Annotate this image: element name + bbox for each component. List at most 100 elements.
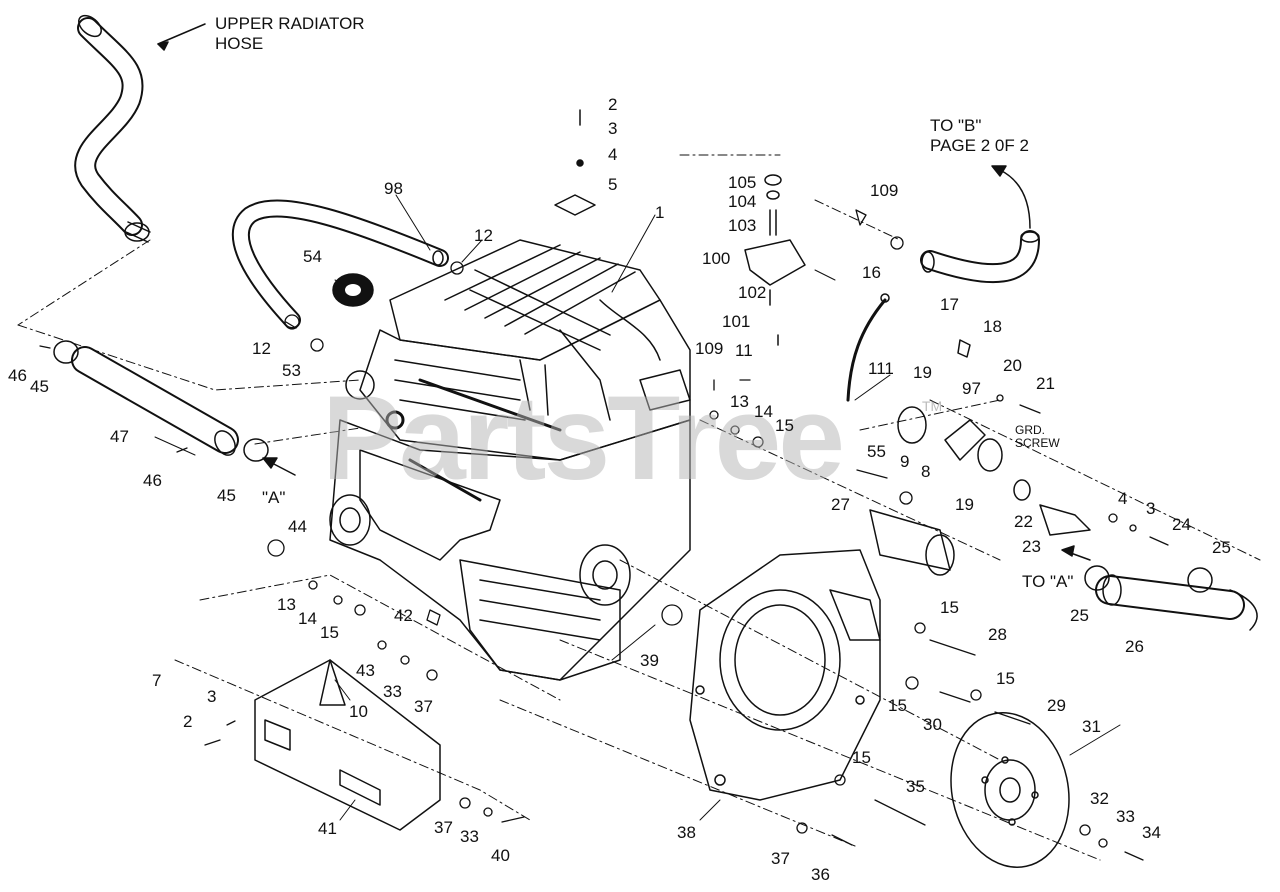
callout-13[interactable]: 13 <box>277 595 296 614</box>
callout-109[interactable]: 109 <box>695 339 724 358</box>
callout-2[interactable]: 2 <box>183 712 193 731</box>
upper-radiator-hose <box>74 14 151 243</box>
sensor-18 <box>957 339 971 358</box>
callout-41[interactable]: 41 <box>318 819 337 838</box>
callout-14[interactable]: 14 <box>754 402 773 421</box>
note-to-b: TO "B" PAGE 2 0F 2 <box>930 116 1029 155</box>
callout-33[interactable]: 33 <box>1116 807 1135 826</box>
callout-7[interactable]: 7 <box>152 671 162 690</box>
callout-19[interactable]: 19 <box>913 363 932 382</box>
callout-38[interactable]: 38 <box>677 823 696 842</box>
callout-103[interactable]: 103 <box>728 216 757 235</box>
callout-3[interactable]: 3 <box>608 119 618 138</box>
callout-30[interactable]: 30 <box>923 715 942 734</box>
note-grd-screw: GRD. SCREW <box>1015 423 1060 451</box>
callout-97[interactable]: 97 <box>962 379 981 398</box>
callout-111[interactable]: 111 <box>868 359 894 378</box>
callout-15[interactable]: 15 <box>888 696 907 715</box>
callout-28[interactable]: 28 <box>988 625 1007 644</box>
callout-15[interactable]: 15 <box>996 669 1015 688</box>
callout-36[interactable]: 36 <box>811 865 830 884</box>
callout-18[interactable]: 18 <box>983 317 1002 336</box>
callout-9[interactable]: 9 <box>900 452 910 471</box>
callout-102[interactable]: 102 <box>738 283 767 302</box>
callout-4[interactable]: 4 <box>608 145 618 164</box>
callout-98[interactable]: 98 <box>384 179 403 198</box>
callout-34[interactable]: 34 <box>1142 823 1161 842</box>
callout-12[interactable]: 12 <box>474 226 493 245</box>
callout-10[interactable]: 10 <box>349 702 368 721</box>
callout-39[interactable]: 39 <box>640 651 659 670</box>
starter-motor <box>869 509 955 576</box>
engine-block <box>329 239 691 681</box>
callout-1[interactable]: 1 <box>655 203 665 222</box>
callout-37[interactable]: 37 <box>434 818 453 837</box>
callout-47[interactable]: 47 <box>110 427 129 446</box>
callout-37[interactable]: 37 <box>771 849 790 868</box>
note-to-a: TO "A" <box>1022 572 1074 591</box>
callout-25[interactable]: 25 <box>1212 538 1231 557</box>
callout-11[interactable]: 11 <box>735 341 753 360</box>
callout-31[interactable]: 31 <box>1082 717 1101 736</box>
heat-shield <box>254 659 441 831</box>
callout-43[interactable]: 43 <box>356 661 375 680</box>
callout-109[interactable]: 109 <box>870 181 899 200</box>
callout-44[interactable]: 44 <box>288 517 307 536</box>
callout-42[interactable]: 42 <box>394 606 413 625</box>
callout-45[interactable]: 45 <box>217 486 236 505</box>
callout-3[interactable]: 3 <box>207 687 217 706</box>
callout-17[interactable]: 17 <box>940 295 959 314</box>
callout-46[interactable]: 46 <box>8 366 27 385</box>
callout-2[interactable]: 2 <box>608 95 618 114</box>
callout-55[interactable]: 55 <box>867 442 886 461</box>
leader-to-b <box>999 169 1031 229</box>
callout-15[interactable]: 15 <box>940 598 959 617</box>
callout-105[interactable]: 105 <box>728 173 757 192</box>
watermark-tm: TM <box>922 398 943 414</box>
hose-26 <box>1095 574 1258 631</box>
callout-25[interactable]: 25 <box>1070 606 1089 625</box>
callout-26[interactable]: 26 <box>1125 637 1144 656</box>
clamp-25-left <box>1084 565 1110 591</box>
callout-33[interactable]: 33 <box>383 682 402 701</box>
callout-4[interactable]: 4 <box>1118 489 1128 508</box>
callout-37[interactable]: 37 <box>414 697 433 716</box>
callout-32[interactable]: 32 <box>1090 789 1109 808</box>
callout-53[interactable]: 53 <box>282 361 301 380</box>
callout-45[interactable]: 45 <box>30 377 49 396</box>
note-a-marker: "A" <box>262 488 286 507</box>
callout-54[interactable]: 54 <box>303 247 322 266</box>
callout-35[interactable]: 35 <box>906 777 925 796</box>
callout-8[interactable]: 8 <box>921 462 931 481</box>
callout-3[interactable]: 3 <box>1146 499 1156 518</box>
bell-housing <box>689 549 881 801</box>
callout-24[interactable]: 24 <box>1172 515 1191 534</box>
callout-5[interactable]: 5 <box>608 175 618 194</box>
callout-27[interactable]: 27 <box>831 495 850 514</box>
callout-21[interactable]: 21 <box>1036 374 1055 393</box>
flex-plate <box>950 712 1070 868</box>
callout-15[interactable]: 15 <box>775 416 794 435</box>
callout-100[interactable]: 100 <box>702 249 731 268</box>
callout-20[interactable]: 20 <box>1003 356 1022 375</box>
callout-29[interactable]: 29 <box>1047 696 1066 715</box>
clamp-25-right <box>1187 567 1213 593</box>
callout-14[interactable]: 14 <box>298 609 317 628</box>
callout-23[interactable]: 23 <box>1022 537 1041 556</box>
callout-13[interactable]: 13 <box>730 392 749 411</box>
callout-19[interactable]: 19 <box>955 495 974 514</box>
callout-101[interactable]: 101 <box>722 312 751 331</box>
callout-46[interactable]: 46 <box>143 471 162 490</box>
cap-54 <box>332 273 374 307</box>
callout-15[interactable]: 15 <box>320 623 339 642</box>
callout-22[interactable]: 22 <box>1014 512 1033 531</box>
thermostat-assembly <box>897 406 1091 536</box>
callout-12[interactable]: 12 <box>252 339 271 358</box>
callout-16[interactable]: 16 <box>862 263 881 282</box>
callout-15[interactable]: 15 <box>852 748 871 767</box>
guide-lines <box>17 154 1261 861</box>
callout-40[interactable]: 40 <box>491 846 510 865</box>
leader-lines <box>154 194 1121 821</box>
callout-104[interactable]: 104 <box>728 192 757 211</box>
callout-33[interactable]: 33 <box>460 827 479 846</box>
